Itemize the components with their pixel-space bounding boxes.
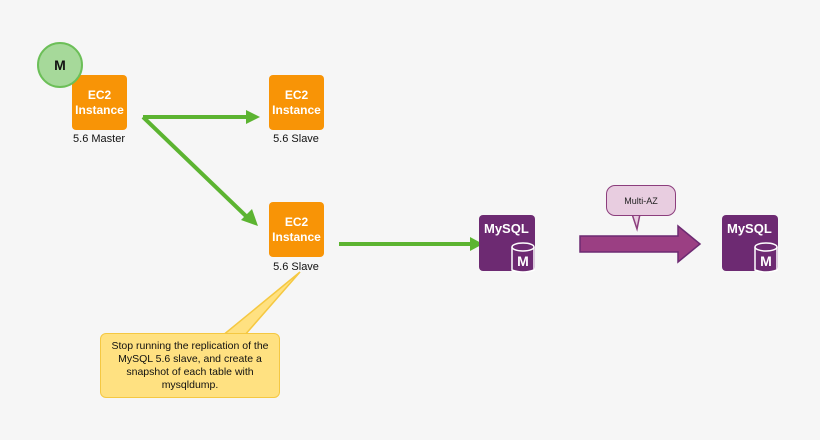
arrow-slave-to-mysql	[339, 237, 483, 251]
mysql-label: MySQL	[484, 221, 529, 236]
multi-az-label: Multi-AZ	[624, 195, 658, 206]
multi-az-bubble-tail	[630, 213, 641, 232]
ec2-title-line2: Instance	[75, 102, 124, 117]
ec2-title-line1: EC2	[284, 87, 309, 102]
master-badge-label: M	[54, 57, 66, 73]
ec2-master-caption: 5.6 Master	[73, 133, 125, 145]
ec2-slave-top-node[interactable]: EC2 Instance	[269, 75, 324, 130]
multi-az-bubble: Multi-AZ	[606, 185, 676, 216]
ec2-slave-bottom-caption: 5.6 Slave	[273, 261, 319, 273]
mysql-database-icon: M	[511, 242, 535, 273]
replication-note: Stop running the replication of the MySQ…	[100, 333, 280, 398]
db-badge-label: M	[760, 253, 772, 269]
mysql-label: MySQL	[727, 221, 772, 236]
multi-az-arrow	[579, 224, 702, 264]
master-badge-icon: M	[37, 42, 83, 88]
ec2-title-line1: EC2	[284, 214, 309, 229]
ec2-master-node[interactable]: EC2 Instance	[72, 75, 127, 130]
arrow-master-to-slave-top	[143, 110, 260, 124]
mysql-left-node[interactable]: MySQL M	[479, 215, 535, 273]
note-text: Stop running the replication of the MySQ…	[111, 339, 269, 391]
mysql-right-node[interactable]: MySQL M	[722, 215, 778, 273]
arrow-master-to-slave-bottom	[141, 115, 258, 226]
db-badge-label: M	[517, 253, 529, 269]
ec2-title-line2: Instance	[272, 102, 321, 117]
ec2-title-line2: Instance	[272, 229, 321, 244]
ec2-slave-top-caption: 5.6 Slave	[273, 133, 319, 145]
note-callout-pointer	[219, 271, 301, 337]
mysql-database-icon: M	[754, 242, 778, 273]
ec2-title-line1: EC2	[87, 87, 112, 102]
ec2-slave-bottom-node[interactable]: EC2 Instance	[269, 202, 324, 257]
